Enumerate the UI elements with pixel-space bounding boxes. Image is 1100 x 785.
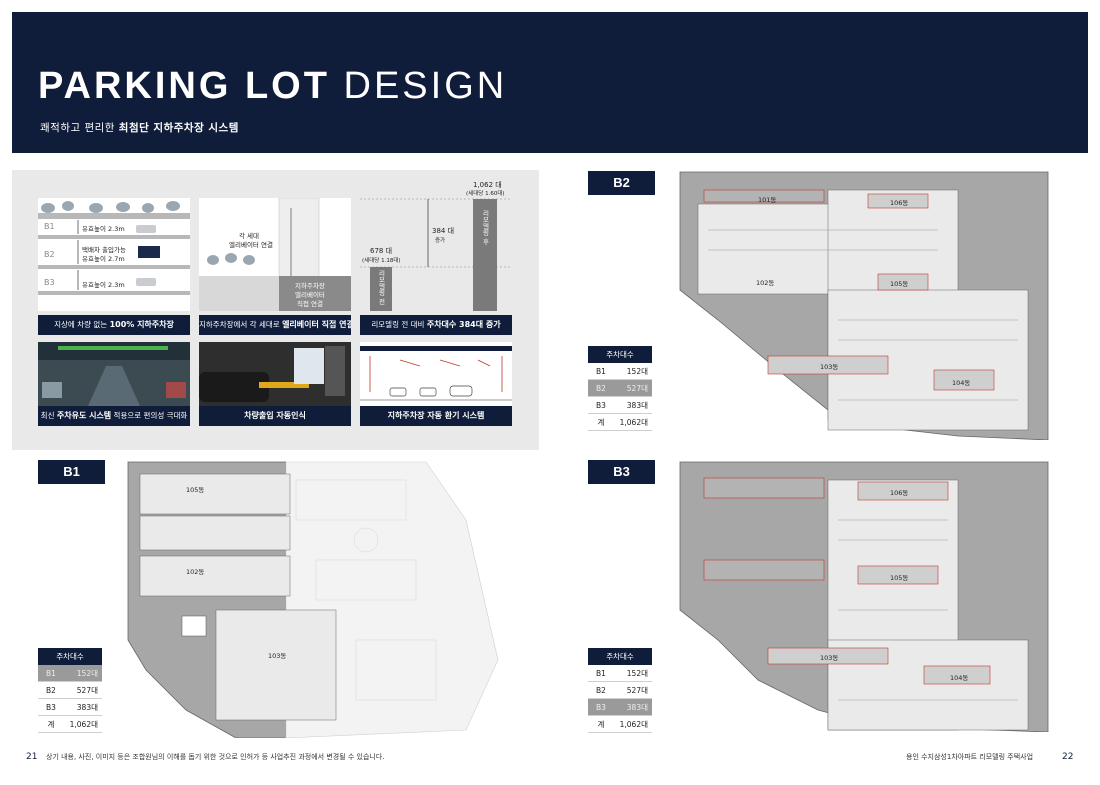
before-bar <box>370 267 392 311</box>
guidance-caption: 최신 주차유도 시스템 적용으로 편의성 극대화 <box>38 406 190 426</box>
b2-building-106: 106동 <box>890 199 909 207</box>
before-total: 678 대 <box>370 247 393 255</box>
b3-building-105: 105동 <box>890 574 909 582</box>
elevator-top-label-2: 엘리베이터 연결 <box>229 241 273 249</box>
b2-floor-plan: 101동 106동 102동 105동 103동 104동 <box>678 170 1050 440</box>
ventilation-caption: 지하주차장 자동 환기 시스템 <box>360 406 512 426</box>
levels-cell: B1 유효높이 2.3m B2 택배차 출입가능 유효높이 2.7m B3 유효… <box>38 198 190 311</box>
b1-label: B1 <box>38 460 105 484</box>
recognition-caption: 차량출입 자동인식 <box>199 406 351 426</box>
b3-floor-plan: 106동 105동 103동 104동 <box>678 460 1050 732</box>
b2-building-104: 104동 <box>952 379 971 387</box>
footer-disclaimer: 상기 내용, 사진, 이미지 등은 조합원님의 이해를 돕기 위한 것으로 인허… <box>46 753 385 761</box>
features-panel: B1 유효높이 2.3m B2 택배차 출입가능 유효높이 2.7m B3 유효… <box>12 170 539 450</box>
elevator-box-line-2: 엘리베이터 <box>295 291 325 299</box>
after-bar <box>473 199 497 311</box>
b3-building-103: 103동 <box>820 654 839 662</box>
after-total: 1,062 대 <box>473 181 502 189</box>
level-b3-height: 유효높이 2.3m <box>82 281 125 289</box>
b3-building-106: 106동 <box>890 489 909 497</box>
b1-building-102: 102동 <box>186 568 205 576</box>
table-header: 주차대수 <box>588 346 652 363</box>
page-number-right: 22 <box>1062 752 1074 762</box>
footer-project: 용인 수지삼성1차아파트 리모델링 주택사업 <box>906 753 1034 761</box>
b1-floor-plan: 105동 102동 103동 <box>126 460 501 738</box>
elevator-illustration <box>199 198 351 311</box>
elevator-top-label-1: 각 세대 <box>239 232 260 240</box>
elevator-cell: 각 세대 엘리베이터 연결 지하주차장 엘리베이터 직접 연결 <box>199 198 351 311</box>
b2-building-103: 103동 <box>820 363 839 371</box>
increase-caption: 리모델링 전 대비 주차대수 384대 증가 <box>360 315 512 335</box>
table-header: 주차대수 <box>38 648 102 665</box>
increase-illustration <box>360 198 512 311</box>
b3-label: B3 <box>588 460 655 484</box>
b2-building-102: 102동 <box>756 279 775 287</box>
b1-building-103: 103동 <box>268 652 287 660</box>
guidance-photo <box>38 342 190 406</box>
level-b1-height: 유효높이 2.3m <box>82 225 125 233</box>
b2-label: B2 <box>588 171 655 195</box>
b2-building-101: 101동 <box>758 196 777 204</box>
level-b3-label: B3 <box>44 278 55 287</box>
before-bar-label: 리모델링 전 <box>377 270 385 305</box>
b2-building-105: 105동 <box>890 280 909 288</box>
levels-caption: 지상에 차량 없는 100% 지하주차장 <box>38 315 190 335</box>
page-number-left: 21 <box>26 752 38 762</box>
levels-illustration <box>38 201 190 295</box>
level-b2-delivery: 택배차 출입가능 <box>82 246 126 254</box>
diff-value: 384 대 <box>432 227 455 235</box>
elevator-box-line-1: 지하주차장 <box>295 282 325 290</box>
b3-building-104: 104동 <box>950 674 969 682</box>
elevator-box-line-3: 직접 연결 <box>297 300 323 308</box>
page-title: PARKING LOT DESIGN <box>38 65 508 107</box>
table-header: 주차대수 <box>588 648 652 665</box>
recognition-photo <box>199 342 351 406</box>
increase-cell: 1,062 대 (세대당 1.60대) 384 대 증가 678 대 (세대당 … <box>360 180 512 311</box>
after-ratio: (세대당 1.60대) <box>466 191 505 197</box>
level-b2-label: B2 <box>44 250 55 259</box>
after-bar-label: 리모델링 후 <box>481 210 489 245</box>
diff-word: 증가 <box>435 238 446 244</box>
before-ratio: (세대당 1.18대) <box>362 258 401 264</box>
page-subtitle: 쾌적하고 편리한 최첨단 지하주차장 시스템 <box>40 122 239 134</box>
b1-building-105: 105동 <box>186 486 205 494</box>
level-b2-height: 유효높이 2.7m <box>82 255 125 263</box>
page-header: PARKING LOT DESIGN 쾌적하고 편리한 최첨단 지하주차장 시스… <box>12 12 1088 153</box>
elevator-caption: 지하주차장에서 각 세대로 엘리베이터 직접 연결 <box>199 315 351 335</box>
level-b1-label: B1 <box>44 222 55 231</box>
ventilation-diagram <box>360 342 512 406</box>
